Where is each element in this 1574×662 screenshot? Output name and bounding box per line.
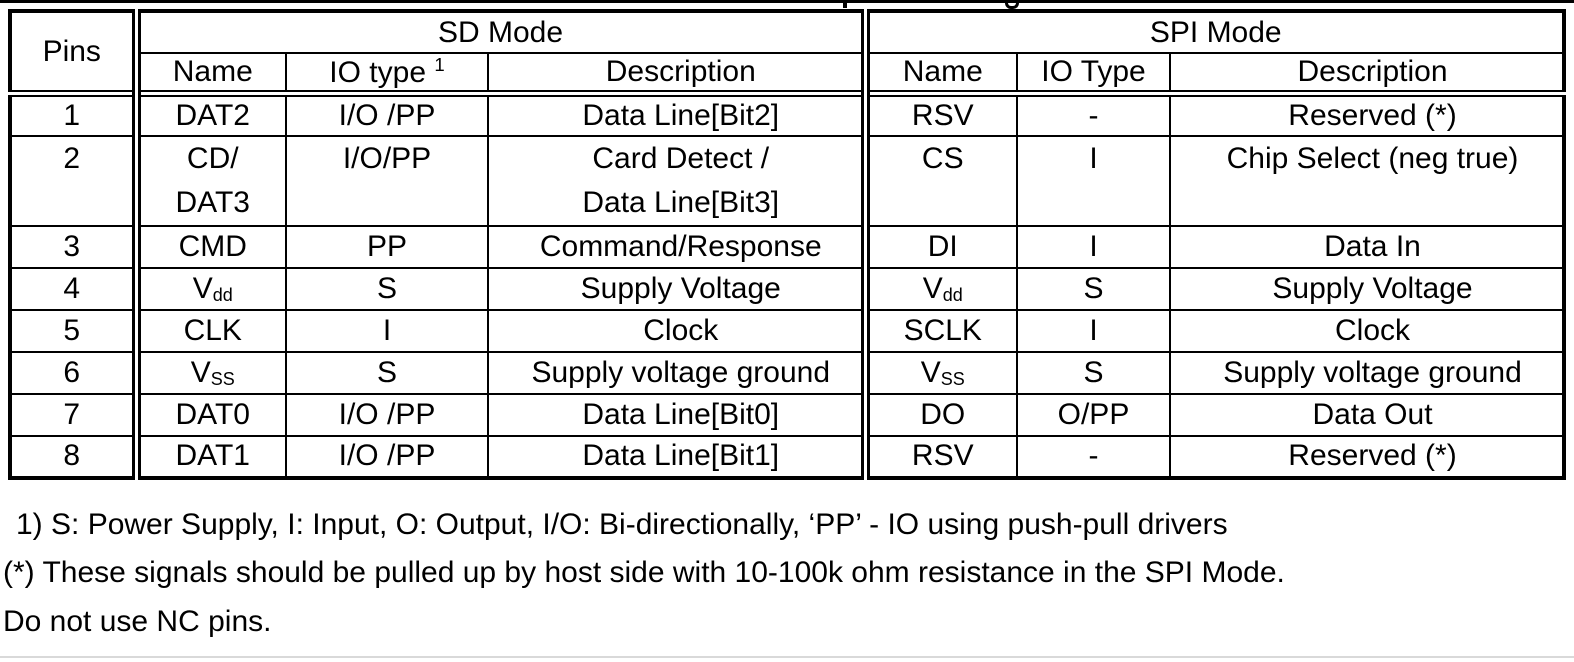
- pin-number: 3: [9, 224, 137, 269]
- sd-name: DAT1: [131, 434, 287, 479]
- spi-description: Data Out: [1169, 392, 1565, 437]
- header-sd-io-type-label: IO type: [329, 56, 427, 89]
- table-header-row-modes: Pins SD Mode SPI Mode: [9, 10, 1565, 97]
- clipped-letter-descender: [843, 2, 847, 8]
- spi-description: Supply voltage ground: [1169, 350, 1565, 395]
- table-row-pin-6: 6 VSS S Supply voltage ground VSS S Supp…: [9, 350, 1565, 395]
- sd-name: CD/ DAT3: [131, 134, 287, 227]
- sd-name: CMD: [131, 224, 287, 269]
- sd-description-line-1: Card Detect /: [592, 141, 770, 175]
- sd-description: Data Line[Bit1]: [487, 434, 866, 479]
- spi-name: SCLK: [860, 308, 1018, 353]
- sd-name-subscript: dd: [212, 284, 233, 305]
- sd-io-type: I/O/PP: [285, 134, 489, 227]
- table-row-pin-5: 5 CLK I Clock SCLK I Clock: [9, 308, 1565, 353]
- sd-name-line-1: CD/: [186, 141, 239, 175]
- clipped-text-remnant: [0, 0, 1574, 3]
- spi-io-type: -: [1016, 92, 1171, 137]
- header-sd-name: Name: [131, 52, 287, 97]
- table-row-pin-8: 8 DAT1 I/O /PP Data Line[Bit1] RSV - Res…: [9, 434, 1565, 479]
- sd-name: DAT0: [131, 392, 287, 437]
- pin-number: 5: [9, 308, 137, 353]
- table-row-pin-7: 7 DAT0 I/O /PP Data Line[Bit0] DO O/PP D…: [9, 392, 1565, 437]
- header-sd-io-type: IO type 1: [285, 52, 489, 97]
- sd-io-type: S: [285, 350, 489, 395]
- spi-io-type: O/PP: [1016, 392, 1171, 437]
- sd-io-type: I/O /PP: [285, 434, 489, 479]
- header-spi-mode: SPI Mode: [860, 10, 1565, 54]
- spi-description: Clock: [1169, 308, 1565, 353]
- pin-assignment-table: Pins SD Mode SPI Mode Name IO type 1 Des…: [8, 9, 1566, 480]
- sd-description: Data Line[Bit2]: [487, 92, 866, 137]
- spi-io-type: I: [1016, 224, 1171, 269]
- spi-io-type: S: [1016, 350, 1171, 395]
- header-spi-name: Name: [860, 52, 1018, 97]
- footnote-pullup-note: (*) These signals should be pulled up by…: [3, 556, 1285, 589]
- spi-name: RSV: [860, 434, 1018, 479]
- spi-name-base: V: [920, 355, 941, 389]
- sd-description: Command/Response: [487, 224, 866, 269]
- footnote-reference-superscript: 1: [434, 54, 445, 75]
- pin-number: 4: [9, 266, 137, 311]
- spi-io-type: -: [1016, 434, 1171, 479]
- sd-description: Card Detect / Data Line[Bit3]: [487, 134, 866, 227]
- pin-number: 7: [9, 392, 137, 437]
- sd-io-type: S: [285, 266, 489, 311]
- clipped-letter-descender: [1005, 1, 1019, 9]
- spi-name: DO: [860, 392, 1018, 437]
- pin-number: 6: [9, 350, 137, 395]
- spi-name-subscript: SS: [940, 368, 965, 389]
- sd-description: Supply Voltage: [487, 266, 866, 311]
- spi-io-type: I: [1016, 134, 1171, 227]
- header-sd-mode: SD Mode: [131, 10, 866, 54]
- sd-name: VSS: [131, 350, 287, 395]
- header-pins: Pins: [9, 10, 137, 97]
- sd-name-subscript: SS: [210, 368, 235, 389]
- pin-assignment-table-wrapper: Pins SD Mode SPI Mode Name IO type 1 Des…: [8, 9, 1566, 480]
- spi-name: DI: [860, 224, 1018, 269]
- footnote-nc-pins: Do not use NC pins.: [3, 605, 272, 638]
- sd-io-type: I/O /PP: [285, 92, 489, 137]
- footnote-io-type-legend: 1) S: Power Supply, I: Input, O: Output,…: [16, 508, 1228, 541]
- header-spi-io-type: IO Type: [1016, 52, 1171, 97]
- sd-name: DAT2: [131, 92, 287, 137]
- spi-name: RSV: [860, 92, 1018, 137]
- spi-name: Vdd: [860, 266, 1018, 311]
- sd-description: Supply voltage ground: [487, 350, 866, 395]
- spi-io-type: S: [1016, 266, 1171, 311]
- sd-name-base: V: [192, 271, 213, 305]
- table-row-pin-4: 4 Vdd S Supply Voltage Vdd S Supply Volt…: [9, 266, 1565, 311]
- table-row-pin-3: 3 CMD PP Command/Response DI I Data In: [9, 224, 1565, 269]
- pin-number: 1: [9, 92, 137, 137]
- sd-description-line-2: Data Line[Bit3]: [582, 185, 780, 219]
- header-spi-description: Description: [1169, 52, 1565, 97]
- spi-description: Supply Voltage: [1169, 266, 1565, 311]
- table-row-pin-1: 1 DAT2 I/O /PP Data Line[Bit2] RSV - Res…: [9, 92, 1565, 137]
- sd-description: Clock: [487, 308, 866, 353]
- sd-io-type: I: [285, 308, 489, 353]
- sd-description: Data Line[Bit0]: [487, 392, 866, 437]
- spi-io-type: I: [1016, 308, 1171, 353]
- pin-number: 8: [9, 434, 137, 479]
- table-row-pin-2: 2 CD/ DAT3 I/O/PP Card Detect / Data Lin…: [9, 134, 1565, 227]
- spi-name-subscript: dd: [942, 284, 963, 305]
- sd-name: Vdd: [131, 266, 287, 311]
- spi-description: Chip Select (neg true): [1169, 134, 1565, 227]
- spi-name-base: V: [922, 271, 943, 305]
- sd-name-base: V: [190, 355, 211, 389]
- table-header-row-columns: Name IO type 1 Description Name IO Type …: [10, 52, 1565, 97]
- sd-name: CLK: [131, 308, 287, 353]
- spi-description: Reserved (*): [1169, 92, 1565, 137]
- pin-number: 2: [9, 134, 137, 227]
- spi-description: Reserved (*): [1169, 434, 1565, 479]
- sd-name-line-2: DAT3: [175, 185, 250, 219]
- sd-io-type: I/O /PP: [285, 392, 489, 437]
- header-sd-description: Description: [487, 52, 866, 97]
- page-bottom-divider: [0, 656, 1574, 658]
- sd-io-type: PP: [285, 224, 489, 269]
- spi-name: VSS: [860, 350, 1018, 395]
- spi-description: Data In: [1169, 224, 1565, 269]
- spi-name: CS: [860, 134, 1018, 227]
